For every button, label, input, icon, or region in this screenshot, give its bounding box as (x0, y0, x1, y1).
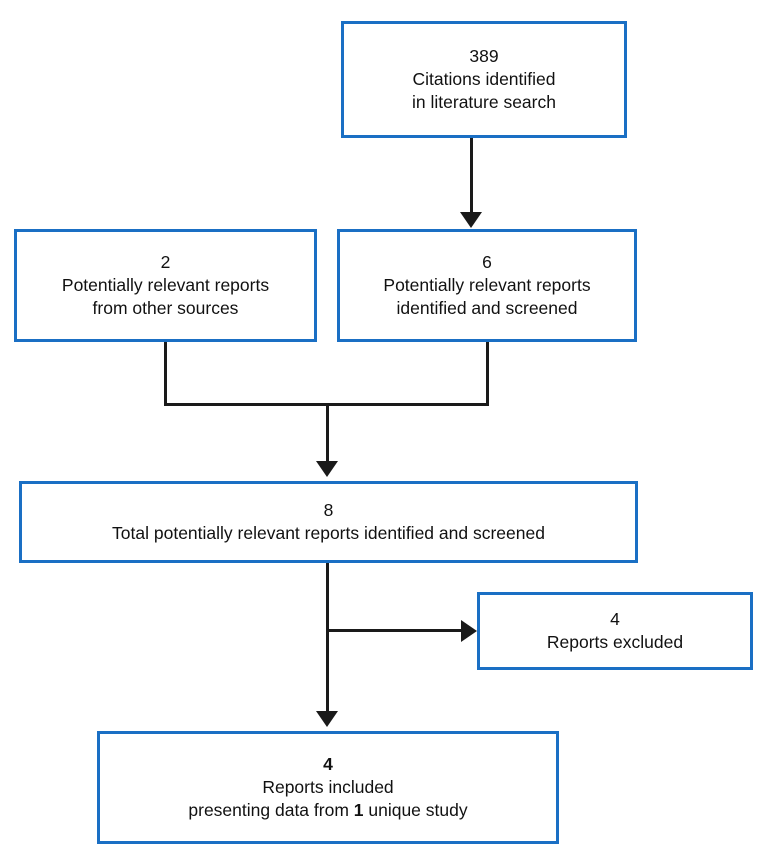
included-label-2-pre: presenting data from (188, 799, 354, 820)
citations-label-2: in literature search (412, 91, 556, 112)
citations-count: 389 (469, 46, 499, 67)
total-label-1: Total potentially relevant reports ident… (112, 523, 545, 543)
screened-label-2: identified and screened (396, 297, 578, 318)
screened-count: 6 (482, 252, 492, 273)
arrow-down-icon-merge-to-total (316, 461, 338, 477)
total-screened-box: 8 Total potentially relevant reports ide… (19, 481, 638, 563)
arrow-down-icon-total-to-included (316, 711, 338, 727)
included-label-2-post: unique study (363, 799, 468, 820)
included-unique-study-count: 1 (353, 799, 364, 820)
included-label-1: Reports included (262, 777, 394, 798)
included-label-2: presenting data from 1 unique study (188, 799, 467, 822)
citations-label-1: Citations identified (412, 69, 556, 90)
other-sources-box: 2 Potentially relevant reports from othe… (14, 229, 317, 342)
citations-identified-box: 389 Citations identified in literature s… (341, 21, 627, 138)
included-count: 4 (323, 754, 333, 775)
edge-merge-to-total-line (326, 403, 329, 465)
reports-included-box: 4 Reports included presenting data from … (97, 731, 559, 844)
edge-citations-to-screened-line (470, 138, 473, 216)
screened-label-1: Potentially relevant reports (383, 275, 591, 296)
other-sources-count: 2 (160, 252, 171, 273)
other-sources-label-2: from other sources (92, 297, 239, 318)
other-sources-label-1: Potentially relevant reports (61, 275, 270, 296)
reports-excluded-box: 4 Reports excluded (477, 592, 753, 670)
identified-and-screened-box: 6 Potentially relevant reports identifie… (337, 229, 637, 342)
total-count: 8 (323, 500, 334, 521)
edge-total-to-excluded-line (326, 629, 464, 632)
edge-total-to-included-line (326, 563, 329, 715)
edge-other-sources-drop-line (164, 342, 167, 406)
excluded-count: 4 (610, 609, 620, 630)
excluded-label-1: Reports excluded (546, 632, 684, 652)
edge-screened-drop-line (486, 342, 489, 406)
arrow-down-icon-citations-to-screened (460, 212, 482, 228)
arrow-right-icon-total-to-excluded (461, 620, 477, 642)
